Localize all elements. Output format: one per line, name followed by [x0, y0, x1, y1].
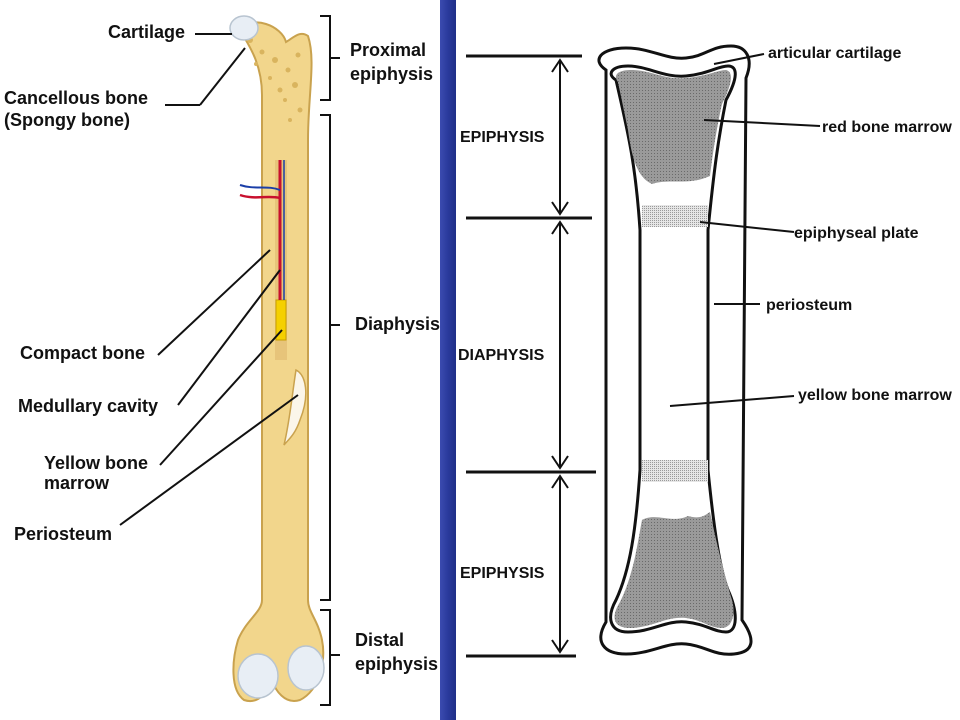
leader-medullary	[177, 269, 281, 406]
label-epiphyseal-plate: epiphyseal plate	[794, 225, 919, 242]
label-periosteum-left: Periosteum	[14, 524, 112, 544]
label-yellow-bone: Yellow bone	[44, 453, 148, 473]
label-proximal: Proximal	[350, 40, 426, 60]
label-cartilage: Cartilage	[108, 22, 185, 42]
label-articular-cartilage: articular cartilage	[768, 45, 902, 62]
leader-red-marrow	[703, 119, 821, 127]
spongy-bone-texture	[247, 37, 303, 122]
label-marrow: marrow	[44, 473, 110, 493]
leader-periosteum	[119, 394, 299, 526]
leader-cancellous-diag	[199, 47, 246, 106]
label-epiphysis-bottom: EPIPHYSIS	[460, 565, 545, 582]
leader-yellow-marrow-right	[669, 395, 795, 407]
femur-diagram-panel: Cartilage Cancellous bone (Spongy bone) …	[0, 0, 440, 720]
blood-vessels	[239, 160, 285, 300]
bracket-diaphysis	[320, 114, 331, 601]
epiphyseal-plate-bottom	[642, 460, 708, 482]
label-distal: Distal	[355, 630, 404, 650]
red-marrow-bottom	[614, 512, 734, 628]
bracket-proximal-epiphysis	[320, 15, 331, 101]
femur-shaft	[232, 21, 325, 703]
label-cancellous-bone: Cancellous bone	[4, 88, 148, 108]
label-diaphysis-right: DIAPHYSIS	[458, 347, 545, 364]
leader-yellow-marrow	[159, 329, 283, 466]
label-periosteum-right: periosteum	[766, 297, 852, 314]
cartilage-cap	[229, 15, 259, 41]
label-yellow-bone-marrow: yellow bone marrow	[798, 387, 952, 404]
label-distal-epiphysis: epiphysis	[355, 654, 438, 674]
label-epiphysis-top: EPIPHYSIS	[460, 129, 545, 146]
panel-divider	[440, 0, 456, 720]
label-diaphysis-left: Diaphysis	[355, 314, 440, 334]
label-proximal-epiphysis: epiphysis	[350, 64, 433, 84]
label-red-bone-marrow: red bone marrow	[822, 119, 952, 136]
epiphyseal-plate-top	[642, 205, 708, 227]
leader-epiphyseal-plate	[699, 221, 795, 233]
bracket-distal-epiphysis	[320, 609, 331, 706]
red-marrow-top	[615, 70, 731, 184]
leader-articular-cartilage	[713, 53, 765, 65]
leader-compact-bone	[157, 249, 271, 356]
label-compact-bone: Compact bone	[20, 343, 145, 363]
periosteum-flap	[283, 368, 307, 446]
distal-condyle-right	[287, 645, 325, 691]
long-bone-schematic-panel: EPIPHYSIS DIAPHYSIS EPIPHYSIS articular …	[456, 0, 960, 720]
distal-condyle-left	[237, 653, 279, 699]
long-bone-schematic: EPIPHYSIS DIAPHYSIS EPIPHYSIS articular …	[458, 44, 952, 658]
label-medullary-cavity: Medullary cavity	[18, 396, 158, 416]
femur-illustration: Cartilage Cancellous bone (Spongy bone) …	[4, 15, 440, 706]
region-arrows	[551, 58, 569, 654]
label-spongy-bone: (Spongy bone)	[4, 110, 130, 130]
